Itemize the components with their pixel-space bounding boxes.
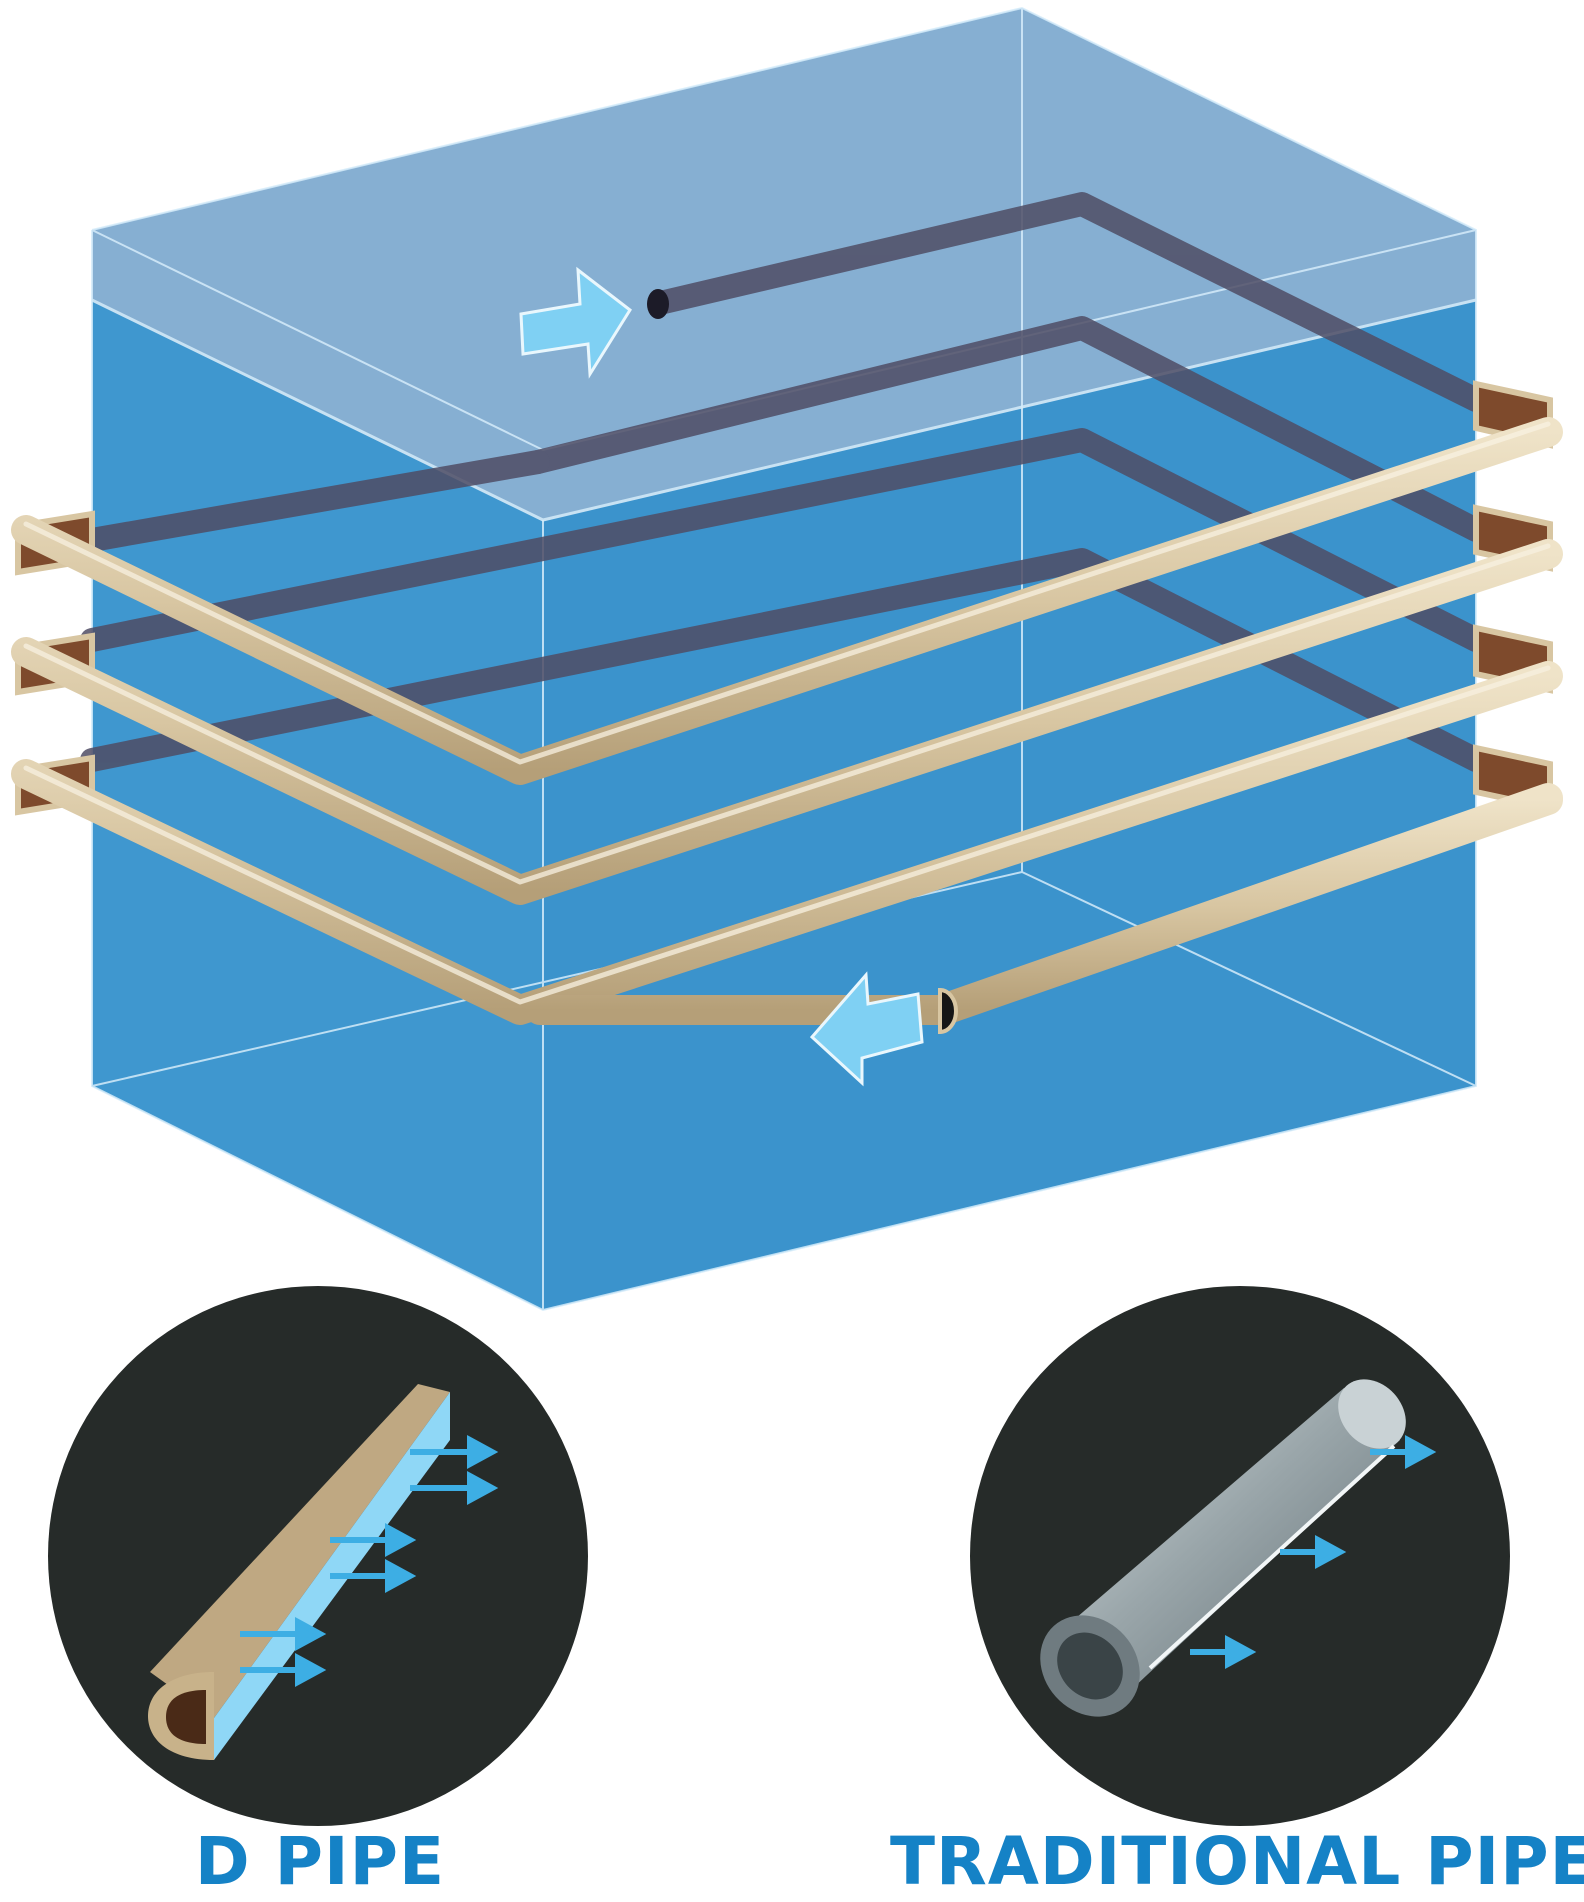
internal-pipe-segment <box>80 450 550 552</box>
round-pipe-far-end <box>1338 1379 1406 1449</box>
copper-coil <box>11 661 1563 1025</box>
d-pipe-body <box>150 1384 450 1718</box>
internal-pipe-opening <box>647 289 669 319</box>
arrow-right-icon <box>519 266 632 379</box>
tank-front-face <box>543 300 1476 1310</box>
round-pipe-body <box>1062 1388 1400 1702</box>
heat-arrows <box>240 1434 499 1688</box>
internal-pipe-segment <box>80 428 1488 652</box>
round-pipe-bore <box>1057 1632 1123 1700</box>
arrow-left-icon <box>809 971 924 1087</box>
copper-coils <box>11 380 1563 1035</box>
copper-coil-outlet <box>930 785 1563 1025</box>
internal-pipe-segment <box>80 548 1488 772</box>
d-pipe-label: D PIPE <box>194 1823 446 1900</box>
heat-arrows <box>1190 1434 1437 1670</box>
internal-pipe <box>80 192 1488 772</box>
traditional-pipe-callout <box>970 1286 1510 1826</box>
traditional-pipe-label: TRADITIONAL PIPE <box>890 1823 1584 1900</box>
copper-coil <box>11 417 1563 785</box>
d-pipe-opening <box>938 987 958 1035</box>
copper-coil <box>11 539 1563 905</box>
d-pipe-callout <box>48 1286 588 1826</box>
internal-pipe-segment <box>526 316 1488 542</box>
internal-pipe-segment <box>648 192 1488 412</box>
